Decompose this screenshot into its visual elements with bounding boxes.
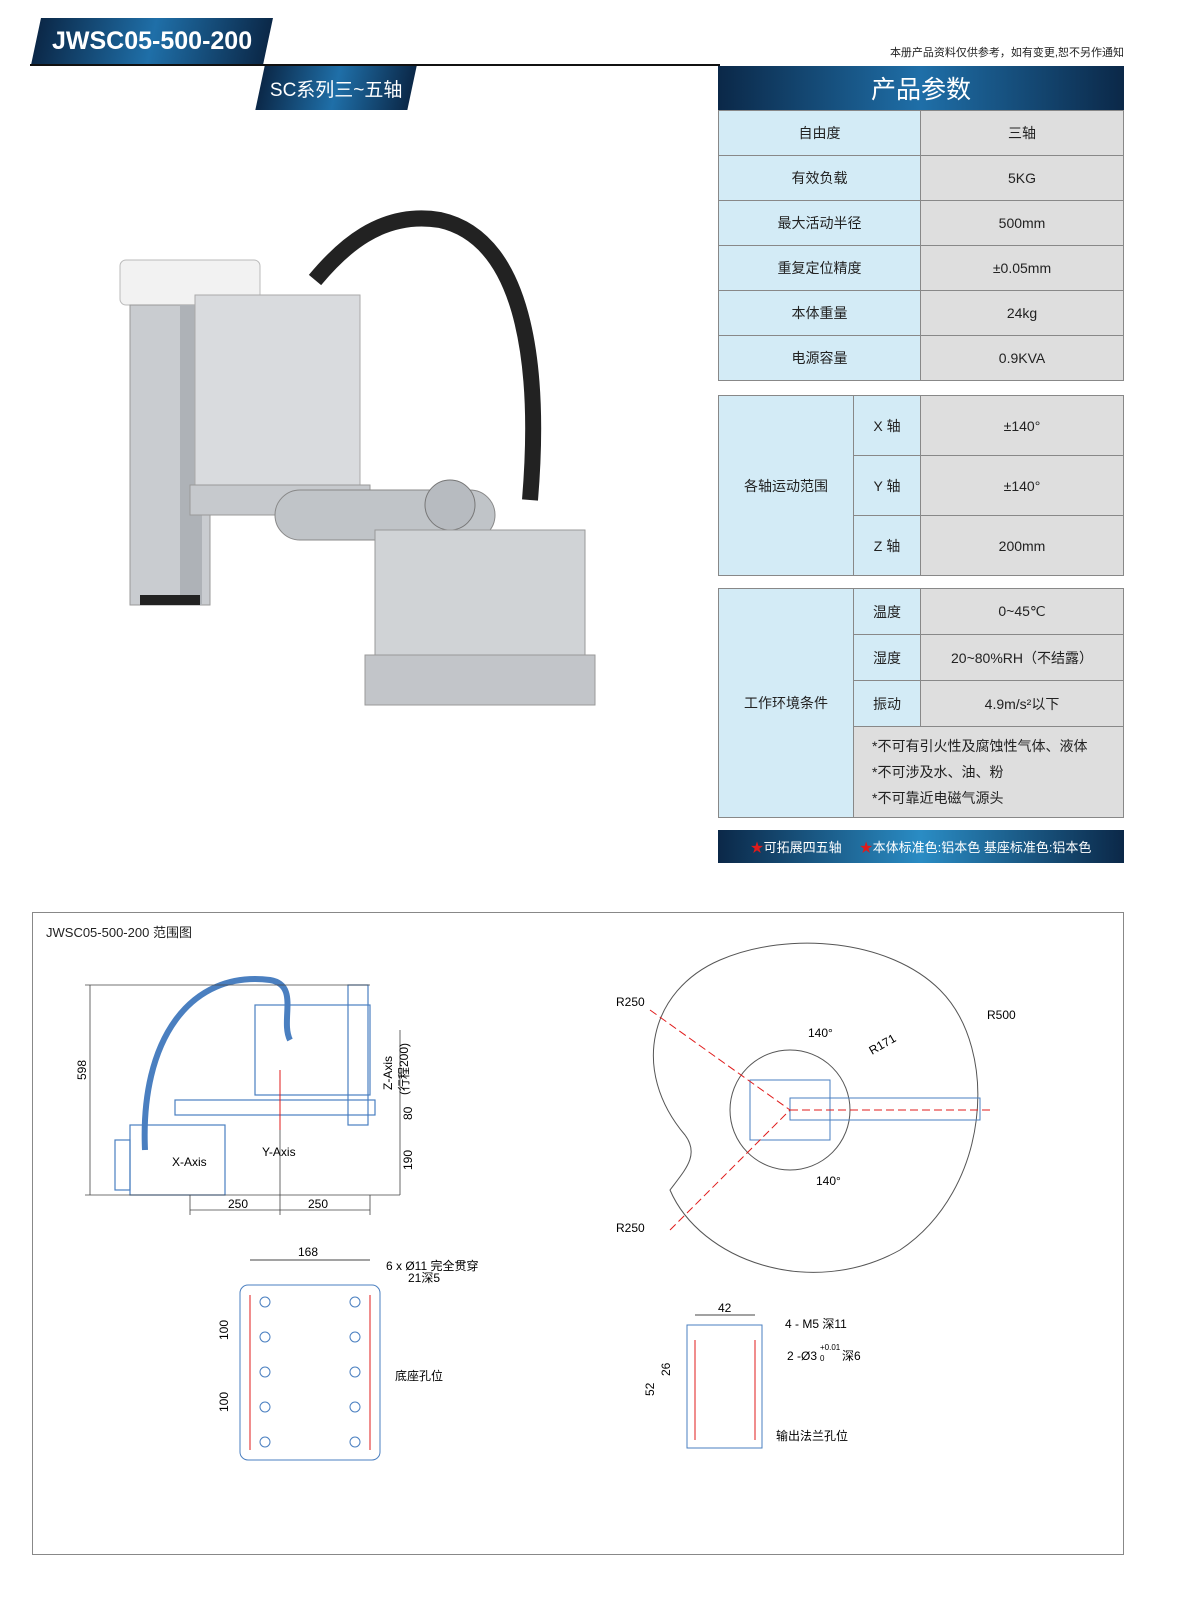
table-row: 重复定位精度±0.05mm [718,245,1124,291]
side-view-drawing: 598 Z-Axis (行程200) 80 190 250 250 X-Axis… [75,976,415,1215]
disclaimer: 本册产品资料仅供参考，如有变更,恕不另作通知 [889,47,1124,59]
param-label: 振动 [853,680,921,727]
flange-label: 输出法兰孔位 [776,1428,848,1443]
param-label: Z 轴 [853,515,921,576]
base-holes-label: 底座孔位 [395,1368,443,1383]
note: *不可靠近电磁气源头 [872,790,1004,806]
dim-250: 250 [308,1197,328,1211]
options-bar: ★可拓展四五轴 ★本体标准色:铝本色 基座标准色:铝本色 [718,830,1124,863]
drawing-title: JWSC05-500-200 范围图 [46,925,192,940]
dim-52: 52 [643,1382,657,1396]
param-value: 三轴 [920,110,1124,156]
environment-notes: *不可有引火性及腐蚀性气体、液体 *不可涉及水、油、粉 *不可靠近电磁气源头 [853,726,1124,818]
x-axis-label: X-Axis [172,1155,207,1169]
option-1: ★可拓展四五轴 [751,837,842,856]
option-1-text: 可拓展四五轴 [763,840,842,855]
tolerance-lower: 0 [820,1354,825,1363]
param-value: 24kg [920,290,1124,336]
param-value: 0~45℃ [920,588,1124,635]
hole-spec: 6 x Ø11 完全贯穿 [386,1258,478,1273]
dim-80: 80 [401,1106,415,1120]
option-2-text: 本体标准色:铝本色 基座标准色:铝本色 [872,840,1092,855]
param-value: 200mm [920,515,1124,576]
dim-100: 100 [217,1392,231,1412]
drawing-panel [32,912,1124,1555]
option-2: ★本体标准色:铝本色 基座标准色:铝本色 [860,837,1092,856]
table-row: *不可有引火性及腐蚀性气体、液体 *不可涉及水、油、粉 *不可靠近电磁气源头 [719,726,1124,818]
z-stroke-label: (行程200) [396,1043,411,1095]
param-label: 自由度 [718,110,921,156]
star-icon: ★ [859,840,873,855]
model-title: JWSC05-500-200 [31,18,273,65]
dim-168: 168 [298,1245,318,1259]
param-value: 4.9m/s²以下 [920,680,1124,727]
top-view-drawing: R250 R250 R500 R171 140° 140° [616,942,1016,1273]
param-label: 湿度 [853,634,921,681]
dim-26: 26 [659,1362,673,1376]
model-title-text: JWSC05-500-200 [51,27,253,55]
group-label: 工作环境条件 [718,588,854,818]
param-label: 有效负载 [718,155,921,201]
dim-r250: R250 [616,1221,645,1235]
param-label: 最大活动半径 [718,200,921,246]
series-text: SC系列三~五轴 [269,79,403,101]
series-badge: SC系列三~五轴 [255,66,417,110]
robot-image [119,210,596,706]
dim-height: 598 [75,1060,89,1080]
dim-r500: R500 [987,1008,1016,1022]
param-value: 500mm [920,200,1124,246]
pin-depth: 深6 [842,1349,861,1363]
angle-140: 140° [808,1026,833,1040]
note: *不可有引火性及腐蚀性气体、液体 [872,738,1088,754]
param-value: ±140° [920,455,1124,516]
thread-spec: 4 - M5 深11 [785,1317,847,1331]
counterbore-spec: 21深5 [408,1271,440,1285]
dim-100: 100 [217,1320,231,1340]
dim-r171: R171 [867,1031,899,1058]
table-row: 自由度三轴 [718,110,1124,156]
dim-250: 250 [228,1197,248,1211]
param-label: X 轴 [853,395,921,456]
base-holes-drawing: 168 6 x Ø11 完全贯穿 21深5 100 100 底座孔位 [217,1245,478,1461]
param-value: ±0.05mm [920,245,1124,291]
dim-42: 42 [718,1301,732,1315]
y-axis-label: Y-Axis [262,1145,296,1159]
tolerance-upper: +0.01 [820,1343,841,1352]
header-rule [30,64,720,66]
param-value: 0.9KVA [920,335,1124,381]
param-label: 重复定位精度 [718,245,921,291]
z-axis-label: Z-Axis [381,1056,395,1090]
note: *不可涉及水、油、粉 [872,764,1004,780]
param-value: 5KG [920,155,1124,201]
pin-spec: 2 -Ø3 [787,1349,817,1363]
param-value: ±140° [920,395,1124,456]
table-row: Y 轴±140° [719,455,1124,516]
param-value: 20~80%RH（不结露） [920,634,1124,681]
dim-r250: R250 [616,995,645,1009]
param-label: 电源容量 [718,335,921,381]
angle-140: 140° [816,1174,841,1188]
group-label: 各轴运动范围 [718,395,854,576]
dim-190: 190 [401,1150,415,1170]
star-icon: ★ [750,840,764,855]
param-label: Y 轴 [853,455,921,516]
flange-drawing: 42 26 52 4 - M5 深11 2 -Ø3 +0.01 0 深6 输出法… [643,1301,861,1449]
params-header: 产品参数 [718,66,1124,110]
param-label: 本体重量 [718,290,921,336]
param-label: 温度 [853,588,921,635]
